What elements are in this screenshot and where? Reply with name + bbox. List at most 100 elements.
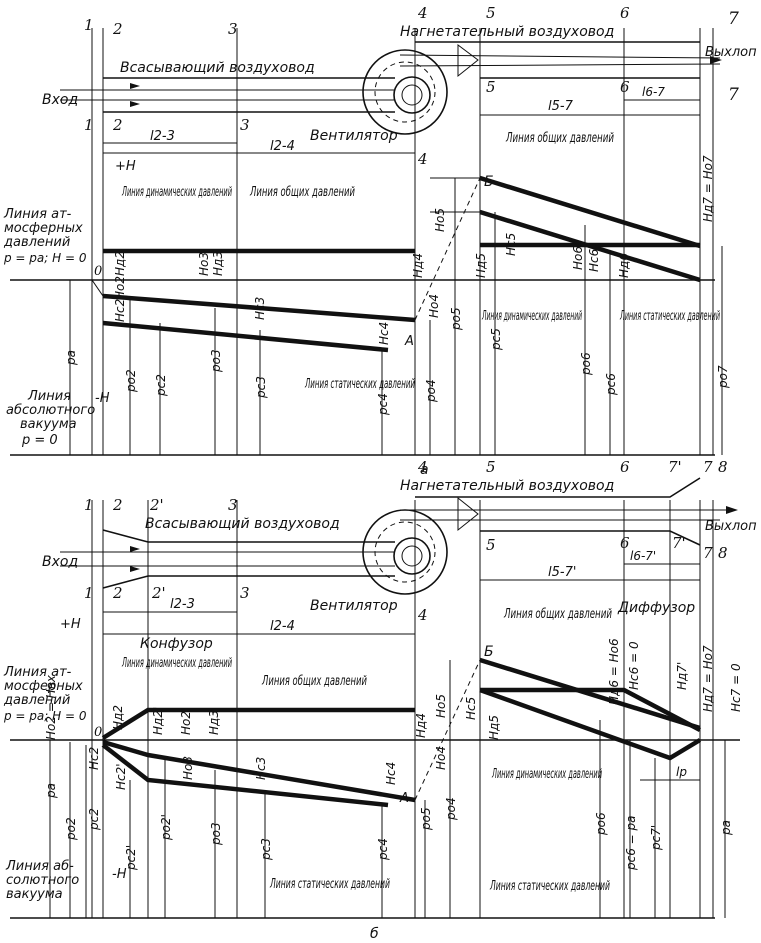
- section-7-b2: 7: [703, 544, 713, 562]
- pa2-b: pa: [719, 820, 733, 836]
- section-2-b: 2: [112, 496, 123, 514]
- hd5-b: Hд5: [487, 715, 501, 740]
- discharge-duct-label-a: Нагнетательный воздуховод: [400, 24, 614, 40]
- section-5-b2: 5: [486, 536, 496, 554]
- fan-jump-a: [414, 177, 481, 321]
- section-3-top: 3: [228, 20, 238, 38]
- pc6-a: pc6: [604, 373, 618, 396]
- po6-b: po6: [594, 812, 608, 836]
- section-4-b: 4: [417, 458, 428, 476]
- ho3-b: Ho3: [181, 756, 195, 780]
- caption-a: а: [420, 462, 429, 478]
- exhaust-label-b: Выхлоп: [705, 519, 757, 534]
- section-7-top: 7: [728, 9, 739, 29]
- static-line-discharge-b: [479, 687, 702, 761]
- fan-b: [362, 509, 448, 595]
- atm-label-b3: давлений: [3, 693, 70, 708]
- pc2p-b: pc2': [124, 845, 138, 871]
- section-1-low: 1: [84, 116, 94, 134]
- atm-label-4: p = pa; H = 0: [3, 251, 87, 265]
- section-6-top: 6: [620, 4, 630, 22]
- inlet-label-a: Вход: [42, 92, 78, 108]
- ho2p-b: Ho2': [179, 708, 193, 735]
- po2-a: po2: [124, 369, 138, 393]
- fan-label-b: Вентилятор: [310, 598, 398, 614]
- discharge-duct-label-b: Нагнетательный воздуховод: [400, 478, 614, 494]
- dyn-label-b2: Линия динамических давлений: [491, 767, 602, 782]
- pressure-verticals-a: [69, 178, 723, 455]
- vac-label-b3: вакуума: [6, 887, 63, 902]
- plus-h-b: +H: [60, 617, 81, 632]
- hd2-b: Hд2: [111, 705, 125, 730]
- static-label-1: Линия статических давлений: [304, 377, 415, 392]
- pressure-verticals-b: [49, 660, 726, 918]
- vac-label-b1: Линия аб-: [5, 859, 74, 874]
- ho3-a: Ho3: [197, 252, 211, 276]
- atm-label-b4: p = pa; H = 0: [3, 709, 87, 723]
- suction-duct-b: [60, 529, 395, 589]
- section-1-top: 1: [84, 16, 94, 34]
- hc2-b: Hc2: [87, 747, 101, 770]
- total-label-b1: Линия общих давлений: [261, 674, 367, 689]
- dyn-label-1: Линия динамических давлений: [121, 185, 232, 200]
- pc3-b: pc3: [259, 838, 273, 861]
- point-a-b: A: [399, 791, 409, 806]
- diagram-a: 1 2 3 4 5 6 7 7 1 2 3 4 5 6: [3, 4, 757, 478]
- section-3-low: 3: [240, 116, 250, 134]
- point-b-a: Б: [484, 174, 494, 190]
- atm-label-3: давлений: [3, 235, 70, 250]
- point-a-a: A: [404, 334, 414, 349]
- section-3-b2: 3: [240, 584, 250, 602]
- section-6-low: 6: [620, 78, 630, 96]
- static-line-discharge-a: [479, 209, 701, 283]
- dim-l24-label-b: l2-4: [270, 619, 295, 634]
- hd6-a: Hд6: [617, 253, 631, 278]
- atm-label-b1: Линия ат-: [3, 665, 72, 680]
- hc2p-b: Hc2': [114, 763, 128, 790]
- dim-l67-label-a: l6-7: [642, 85, 665, 99]
- total-label-b2: Линия общих давлений: [503, 607, 612, 622]
- vac-label-2: абсолютного: [6, 403, 95, 418]
- section-6-b2: 6: [620, 534, 630, 552]
- section-3-b: 3: [228, 496, 238, 514]
- hd4-b: Hд4: [414, 713, 428, 738]
- pc4-a: pc4: [376, 393, 390, 416]
- dim-l23-label-b: l2-3: [170, 597, 195, 612]
- hd7p-b: Hд7': [675, 662, 689, 690]
- diffuser-label-b: Диффузор: [617, 600, 695, 616]
- dyn-label-2: Линия динамических давлений: [482, 309, 582, 324]
- discharge-duct-b: [400, 477, 738, 546]
- section-lines: [91, 28, 714, 455]
- section-7-mid: 7: [728, 85, 739, 105]
- dim-lp-label-b: lp: [676, 765, 687, 779]
- hc5-b: Hc5: [464, 697, 478, 720]
- minus-h-a: -H: [95, 391, 110, 406]
- hd6-b: Hд6 = Ho6: [607, 638, 621, 705]
- section-7-b: 7: [703, 458, 713, 476]
- po4-a: po4: [424, 379, 438, 403]
- suction-duct-a: [60, 77, 395, 113]
- section-5-low: 5: [486, 78, 496, 96]
- section-4-b2: 4: [417, 606, 428, 624]
- hd2p-b: Hд2': [151, 707, 165, 735]
- hc4-b: Hc4: [384, 762, 398, 785]
- section-2-top: 2: [112, 20, 123, 38]
- hc7-b: Hc7 = 0: [729, 663, 743, 712]
- ho4-b: Ho4: [434, 746, 448, 770]
- hd5-a: Hд5: [474, 253, 488, 278]
- section-7p-b: 7': [668, 458, 682, 476]
- pc7p-b: pc7': [649, 825, 663, 851]
- dyn-label-b1: Линия динамических давлений: [121, 656, 232, 671]
- section-8-b2: 8: [718, 544, 728, 562]
- static-line-suction-a: [102, 320, 389, 353]
- suction-duct-label-b: Всасывающий воздуховод: [145, 516, 340, 532]
- dynamic-line-b: [101, 707, 415, 740]
- total-line-discharge-b: [479, 657, 701, 731]
- ho5-b: Ho5: [434, 694, 448, 718]
- hc3-b: Hc3: [254, 757, 268, 780]
- po2-b: po2: [64, 817, 78, 841]
- section-2-low: 2: [112, 116, 123, 134]
- hc2-a: Hc2: [113, 299, 127, 322]
- suction-duct-label-a: Всасывающий воздуховод: [120, 60, 315, 76]
- section-5-b: 5: [486, 458, 496, 476]
